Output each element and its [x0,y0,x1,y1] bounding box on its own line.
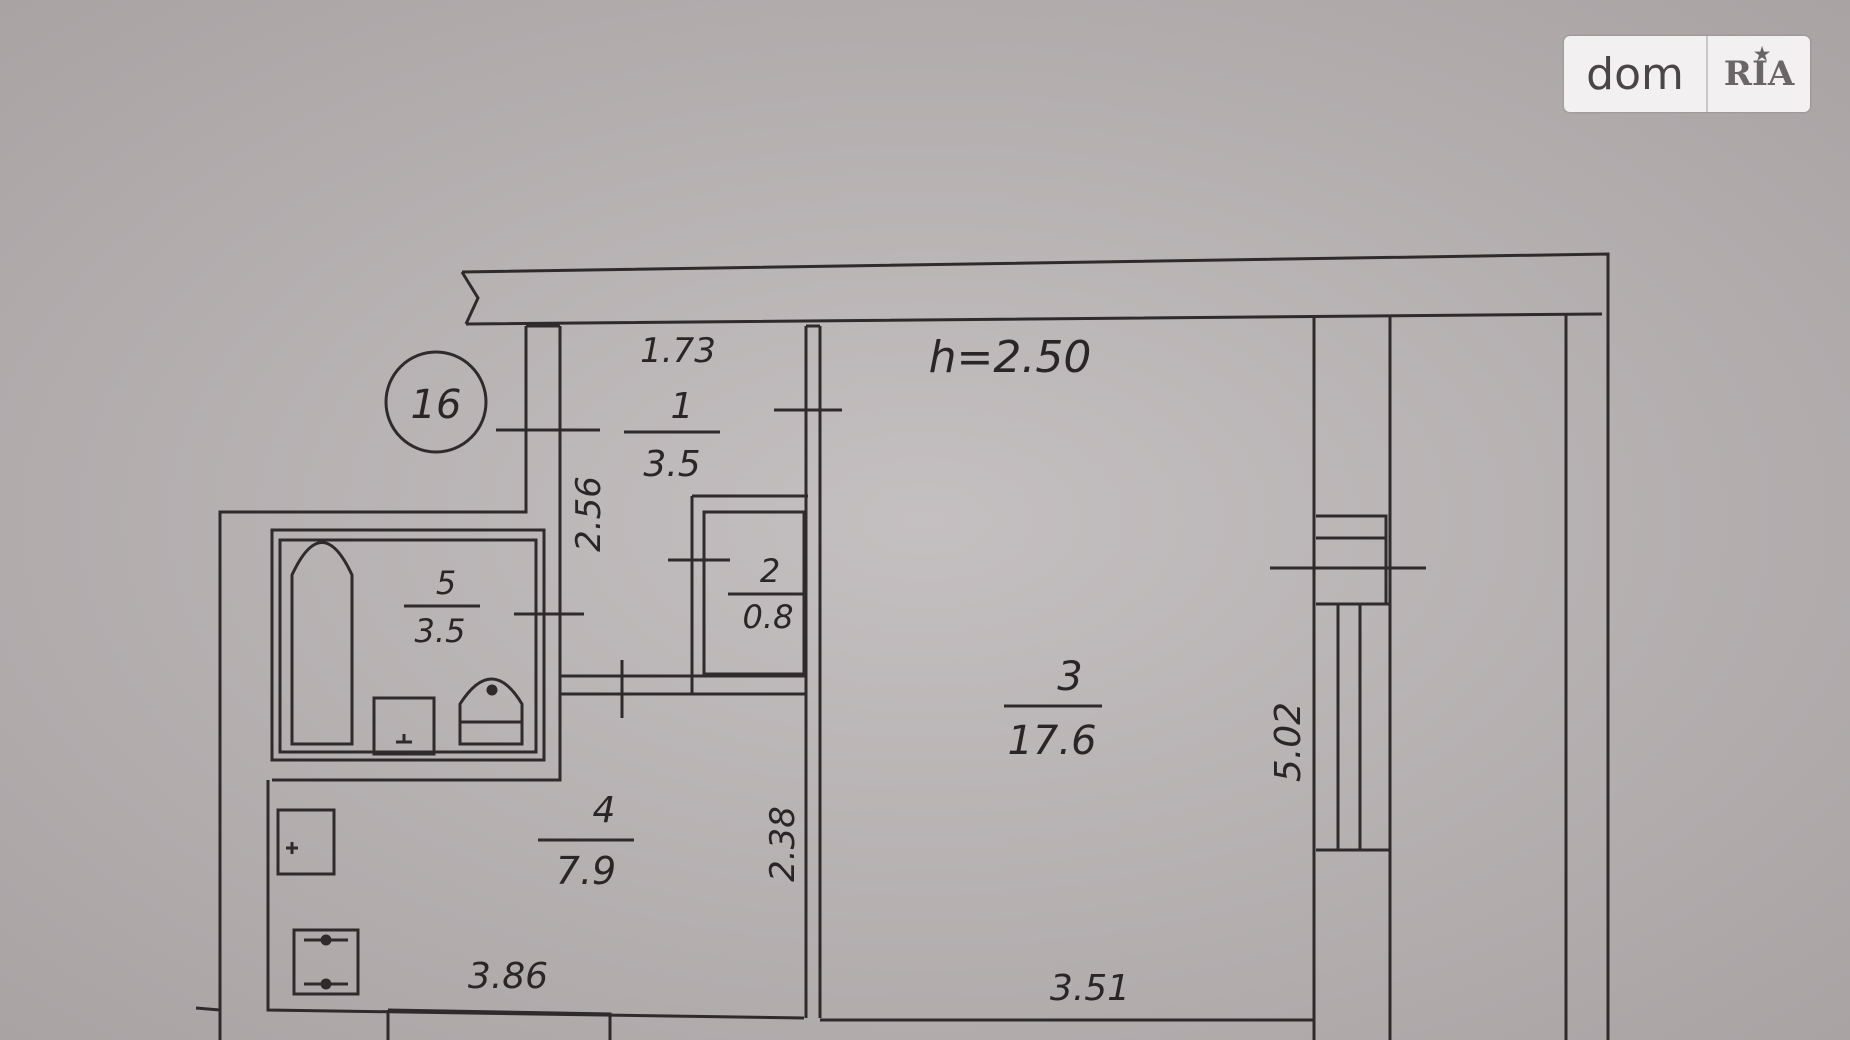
room-1-number: 1 [671,386,694,427]
room-5-area: 3.5 [415,612,466,650]
room-2-area: 0.8 [743,598,794,636]
dimension-room3-height: 5.02 [1268,702,1309,782]
stove-icon [292,928,360,996]
ceiling-height-label: h=2.50 [929,332,1092,383]
bathtub-icon [290,541,354,746]
room-3-number: 3 [1057,654,1082,700]
kitchen-sink-icon [276,808,336,876]
dimension-corridor-height: 2.56 [569,476,609,552]
watermark-logo: dom ★ RIA [1564,36,1810,112]
toilet-icon [458,677,524,746]
room-2-number: 2 [760,552,780,590]
room-1-area: 3.5 [643,444,700,485]
watermark-ria: ★ RIA [1708,36,1810,112]
room-4-area: 7.9 [556,849,616,893]
room-3-area: 17.6 [1007,718,1096,764]
dimension-top: 1.73 [640,331,716,371]
walls [195,252,1610,1040]
dimension-kitchen-height: 2.38 [763,806,803,882]
star-icon: ★ [1754,44,1771,65]
room-5-number: 5 [436,564,456,602]
sink-icon [372,696,436,756]
dimension-kitchen-width: 3.86 [468,956,548,997]
room-4-number: 4 [593,790,616,831]
fixtures [276,541,524,996]
watermark-ria-text: RIA [1723,54,1795,94]
apartment-number-circle [384,350,488,454]
watermark-dom: dom [1564,36,1708,112]
apartment-number: 16 [411,382,462,428]
dimension-room3-width: 3.51 [1050,968,1130,1009]
